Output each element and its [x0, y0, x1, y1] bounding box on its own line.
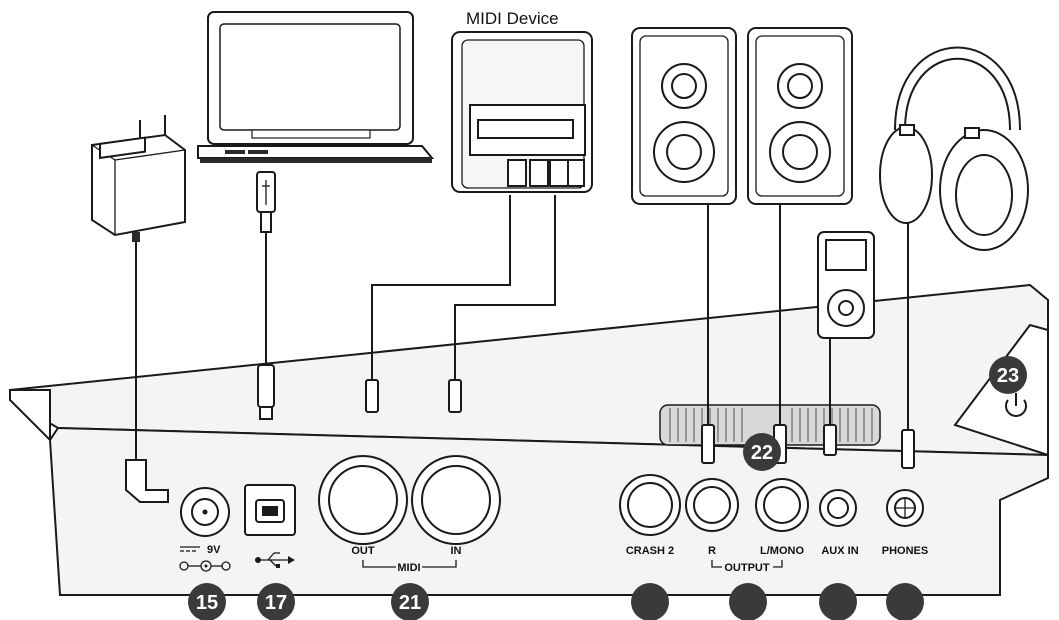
midi-device-label: MIDI Device [466, 9, 559, 28]
mp3-player [817, 231, 875, 456]
output-group-label: OUTPUT [724, 562, 770, 574]
phones-label: PHONES [882, 545, 928, 557]
svg-text:22: 22 [751, 442, 773, 464]
midi-group-label: MIDI [397, 562, 420, 574]
power-button-icon[interactable] [1005, 393, 1027, 417]
callout-15: 15 [188, 583, 226, 620]
svg-text:21: 21 [399, 592, 421, 614]
callout-22: 22 [743, 433, 781, 471]
ports-row [180, 455, 924, 545]
svg-text:17: 17 [265, 592, 287, 614]
midi-in-port[interactable] [411, 455, 501, 545]
usb-trident-icon [255, 552, 295, 568]
callout-17: 17 [257, 583, 295, 620]
output-lmono-jack[interactable] [755, 478, 809, 532]
port-labels: 9V OUT IN MIDI CRASH 2 R L/MONO OUTPUT A… [179, 544, 928, 574]
svg-text:23: 23 [997, 365, 1019, 387]
output-r-label: R [708, 545, 716, 557]
speaker-left [631, 27, 737, 464]
usb-symbol-icon [262, 180, 270, 205]
aux-in-label: AUX IN [821, 545, 858, 557]
phones-jack[interactable] [886, 489, 924, 527]
svg-text:15: 15 [196, 592, 218, 614]
crash2-label: CRASH 2 [626, 545, 674, 557]
callout-badges: 15 17 21 22 23 [188, 356, 1027, 620]
speaker-right [747, 27, 853, 464]
power-adapter [91, 115, 186, 503]
callout-blank-3 [819, 583, 857, 620]
dc-polarity-icon [179, 546, 231, 572]
output-r-jack[interactable] [685, 478, 739, 532]
crash2-jack[interactable] [619, 474, 681, 536]
midi-out-label: OUT [351, 545, 375, 557]
power-label: 9V [207, 544, 221, 556]
callout-blank-2 [729, 583, 767, 620]
dc-in-jack[interactable] [180, 487, 230, 537]
callout-23: 23 [989, 356, 1027, 394]
callout-blank-4 [886, 583, 924, 620]
laptop [197, 11, 435, 163]
headphones [879, 46, 1029, 469]
usb-port[interactable] [244, 484, 296, 536]
midi-device: MIDI Device [365, 9, 593, 413]
midi-in-label: IN [451, 545, 462, 557]
callout-21: 21 [391, 583, 429, 620]
usb-cable [256, 171, 276, 420]
callout-blank-1 [631, 583, 669, 620]
output-lmono-label: L/MONO [760, 545, 804, 557]
midi-out-port[interactable] [318, 455, 408, 545]
aux-in-jack[interactable] [819, 489, 857, 527]
